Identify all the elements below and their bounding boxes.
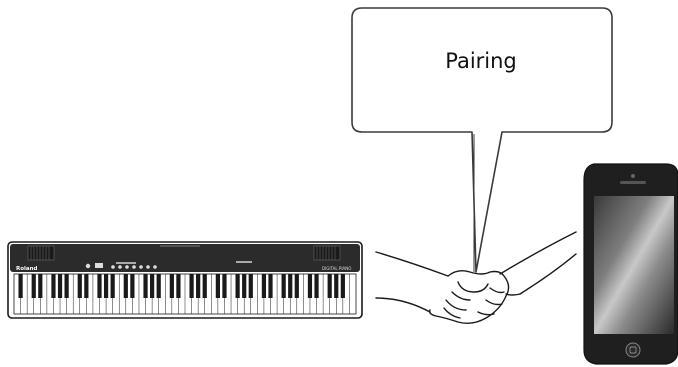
black-key	[104, 274, 108, 298]
black-key	[84, 274, 88, 298]
digital-piano: Roland DIGITAL PIANO	[8, 242, 362, 318]
black-key	[51, 274, 55, 298]
black-key	[150, 274, 154, 298]
black-key	[295, 274, 299, 298]
left-speaker-grille	[28, 246, 54, 260]
speech-bubble-text: Pairing	[352, 51, 610, 72]
black-key	[143, 274, 147, 298]
black-key	[216, 274, 220, 298]
black-key	[189, 274, 193, 298]
black-key	[314, 274, 318, 298]
speech-bubble	[352, 8, 612, 272]
black-key	[249, 274, 253, 298]
black-key	[32, 274, 36, 298]
black-key	[130, 274, 134, 298]
black-key	[124, 274, 128, 298]
black-key	[328, 274, 332, 298]
black-key	[97, 274, 101, 298]
piano-keybed	[14, 274, 356, 314]
black-key	[38, 274, 42, 298]
right-speaker-grille	[314, 246, 340, 260]
black-key	[65, 274, 69, 298]
black-key	[111, 274, 115, 298]
home-button	[626, 343, 640, 357]
black-key	[18, 274, 22, 298]
black-key	[222, 274, 226, 298]
black-key	[242, 274, 246, 298]
black-key	[236, 274, 240, 298]
black-key	[170, 274, 174, 298]
black-key	[262, 274, 266, 298]
black-key	[203, 274, 207, 298]
black-key	[268, 274, 272, 298]
smartphone-icon	[584, 164, 678, 364]
black-key	[282, 274, 286, 298]
phone-screen	[594, 196, 674, 334]
black-key	[308, 274, 312, 298]
black-key	[58, 274, 62, 298]
black-key	[157, 274, 161, 298]
black-key	[334, 274, 338, 298]
black-key	[288, 274, 292, 298]
black-key	[196, 274, 200, 298]
piano-model-label: DIGITAL PIANO	[322, 266, 351, 271]
black-key	[176, 274, 180, 298]
piano-brand-logo: Roland	[16, 266, 38, 272]
black-key	[341, 274, 345, 298]
black-key	[78, 274, 82, 298]
